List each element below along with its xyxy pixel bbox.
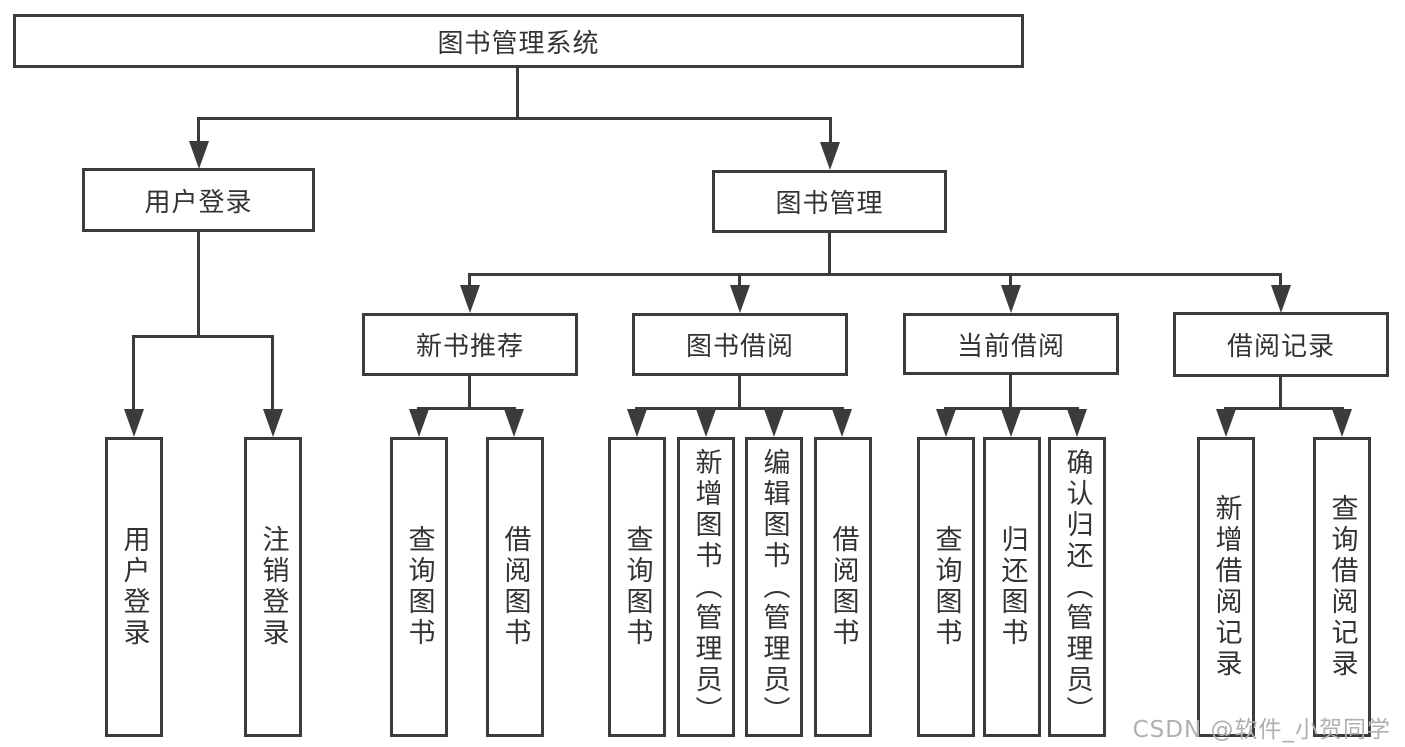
arrow-down-icon [460, 285, 480, 313]
node-book-management: 图书管理 [712, 170, 947, 233]
arrow-down-icon [696, 409, 716, 437]
leaf-user-login: 用户登录 [105, 437, 163, 737]
node-borrow-records: 借阅记录 [1173, 312, 1389, 377]
leaf-current-query-books: 查询图书 [917, 437, 975, 737]
connector-userlogin-left-drop [132, 335, 135, 412]
connector-bookmgmt-stub [1279, 273, 1282, 289]
connector-borrow-horizontal [635, 407, 844, 410]
connector-borrow-vertical [738, 376, 741, 410]
connector-current-vertical [1009, 375, 1012, 410]
connector-bookmgmt-stub [468, 273, 471, 289]
arrow-down-icon [124, 409, 144, 437]
leaf-records-add-record: 新增借阅记录 [1197, 437, 1255, 737]
node-user-login: 用户登录 [82, 168, 315, 232]
leaf-records-query-record: 查询借阅记录 [1313, 437, 1371, 737]
connector-root-vertical [516, 68, 519, 120]
leaf-borrow-edit-books-admin: 编辑图书（管理员） [745, 437, 803, 737]
leaf-current-confirm-return-admin: 确认归还（管理员） [1048, 437, 1106, 737]
connector-root-horizontal [197, 117, 832, 120]
leaf-logout: 注销登录 [244, 437, 302, 737]
leaf-borrow-query-books: 查询图书 [608, 437, 666, 737]
connector-bookmgmt-vertical [828, 233, 831, 276]
connector-userlogin-vertical [197, 232, 200, 338]
connector-bookmgmt-stub [738, 273, 741, 289]
arrow-down-icon [189, 141, 209, 169]
connector-bookmgmt-stub [1009, 273, 1012, 289]
leaf-current-return-books: 归还图书 [983, 437, 1041, 737]
connector-newrec-vertical [468, 376, 471, 410]
node-root: 图书管理系统 [13, 14, 1024, 68]
node-new-book-recommend: 新书推荐 [362, 313, 578, 376]
arrow-down-icon [1001, 409, 1021, 437]
arrow-down-icon [1216, 409, 1236, 437]
connector-records-horizontal [1224, 407, 1344, 410]
arrow-down-icon [1001, 285, 1021, 313]
arrow-down-icon [263, 409, 283, 437]
connector-userlogin-horizontal [132, 335, 274, 338]
connector-userlogin-right-drop [271, 335, 274, 412]
connector-root-left-stub [197, 117, 200, 145]
arrow-down-icon [627, 409, 647, 437]
connector-bookmgmt-horizontal [468, 273, 1282, 276]
node-current-borrow: 当前借阅 [903, 313, 1119, 375]
connector-newrec-horizontal [417, 407, 516, 410]
node-book-borrow: 图书借阅 [632, 313, 848, 376]
leaf-newrec-query-books: 查询图书 [390, 437, 448, 737]
leaf-newrec-borrow-books: 借阅图书 [486, 437, 544, 737]
arrow-down-icon [820, 142, 840, 170]
arrow-down-icon [936, 409, 956, 437]
arrow-down-icon [1067, 409, 1087, 437]
arrow-down-icon [1271, 285, 1291, 313]
arrow-down-icon [504, 409, 524, 437]
connector-root-right-stub [829, 117, 832, 146]
connector-current-horizontal [944, 407, 1079, 410]
arrow-down-icon [832, 409, 852, 437]
arrow-down-icon [409, 409, 429, 437]
leaf-borrow-borrow-books: 借阅图书 [814, 437, 872, 737]
arrow-down-icon [730, 285, 750, 313]
csdn-watermark: CSDN @软件_小贺同学 [1132, 717, 1391, 743]
arrow-down-icon [1332, 409, 1352, 437]
arrow-down-icon [764, 409, 784, 437]
connector-records-vertical [1279, 377, 1282, 410]
leaf-borrow-add-books-admin: 新增图书（管理员） [677, 437, 735, 737]
